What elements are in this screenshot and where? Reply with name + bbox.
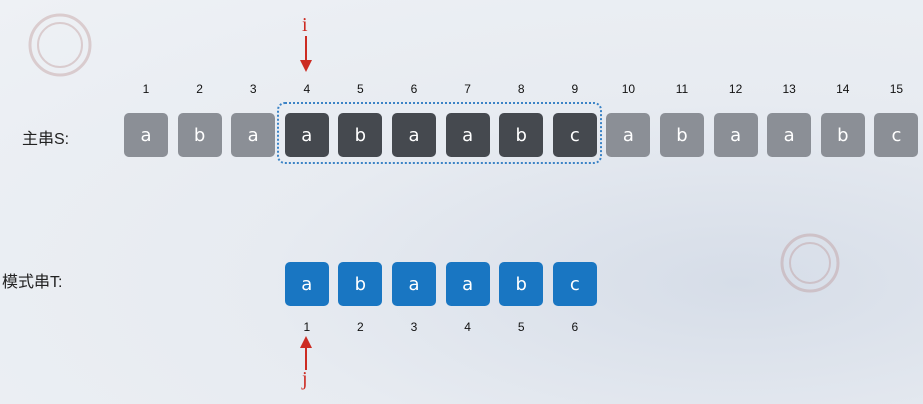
- main-string-cell: a: [713, 113, 758, 157]
- pattern-string-label: 模式串T:: [2, 274, 63, 291]
- watermark-logo-icon: [780, 233, 840, 293]
- pointer-j-arrow-icon: [300, 336, 312, 370]
- main-string-cell: b: [660, 113, 704, 157]
- pattern-string-cell: c: [552, 262, 597, 306]
- main-string-cell: a: [445, 113, 490, 157]
- main-string-index: 3: [249, 82, 257, 96]
- main-string-index: 2: [196, 82, 203, 96]
- pattern-string-index: 5: [517, 320, 525, 334]
- pattern-string-index: 2: [357, 320, 364, 334]
- pattern-string-index: 6: [571, 320, 579, 334]
- main-string-cell: a: [606, 113, 651, 157]
- main-string-cell: a: [767, 113, 812, 157]
- main-string-cell: b: [338, 113, 383, 157]
- main-string-index: 4: [303, 82, 311, 96]
- main-string-index: 14: [836, 82, 850, 96]
- pattern-string-cell: b: [499, 262, 544, 306]
- main-string-index: 8: [517, 82, 525, 96]
- pattern-string-cell: a: [445, 262, 490, 306]
- pattern-string-cell: b: [338, 262, 383, 306]
- main-string-cell: c: [874, 113, 919, 157]
- main-string-index: 11: [675, 82, 689, 96]
- main-string-index: 10: [621, 82, 636, 96]
- main-string-cell: a: [231, 113, 276, 157]
- pattern-string-index: 3: [410, 320, 418, 334]
- main-string-index: 7: [464, 82, 471, 96]
- main-string-cell: b: [177, 113, 222, 157]
- main-string-cell: a: [124, 113, 168, 157]
- main-string-cell: b: [499, 113, 544, 157]
- main-string-index: 13: [782, 82, 796, 96]
- main-string-index: 9: [571, 82, 579, 96]
- main-string-cell: b: [820, 113, 865, 157]
- main-string-index: 6: [410, 82, 418, 96]
- main-string-index: 1: [142, 82, 150, 96]
- pattern-string-index: 4: [464, 320, 471, 334]
- main-string-index: 15: [889, 82, 904, 96]
- pattern-string-cell: a: [392, 262, 436, 306]
- main-string-index: 12: [728, 82, 743, 96]
- main-string-index: 5: [357, 82, 364, 96]
- watermark-logo-icon: [28, 13, 92, 77]
- main-string-label: 主串S:: [22, 131, 70, 148]
- main-string-cell: a: [284, 113, 329, 157]
- main-string-cell: a: [392, 113, 436, 157]
- pointer-i-label: i: [302, 14, 308, 36]
- comparison-window: [277, 102, 602, 164]
- pointer-i-arrow-icon: [300, 36, 312, 72]
- pattern-string-cell: a: [284, 262, 329, 306]
- pointer-j-label: j: [302, 368, 308, 390]
- pattern-string-index: 1: [303, 320, 311, 334]
- main-string-cell: c: [552, 113, 597, 157]
